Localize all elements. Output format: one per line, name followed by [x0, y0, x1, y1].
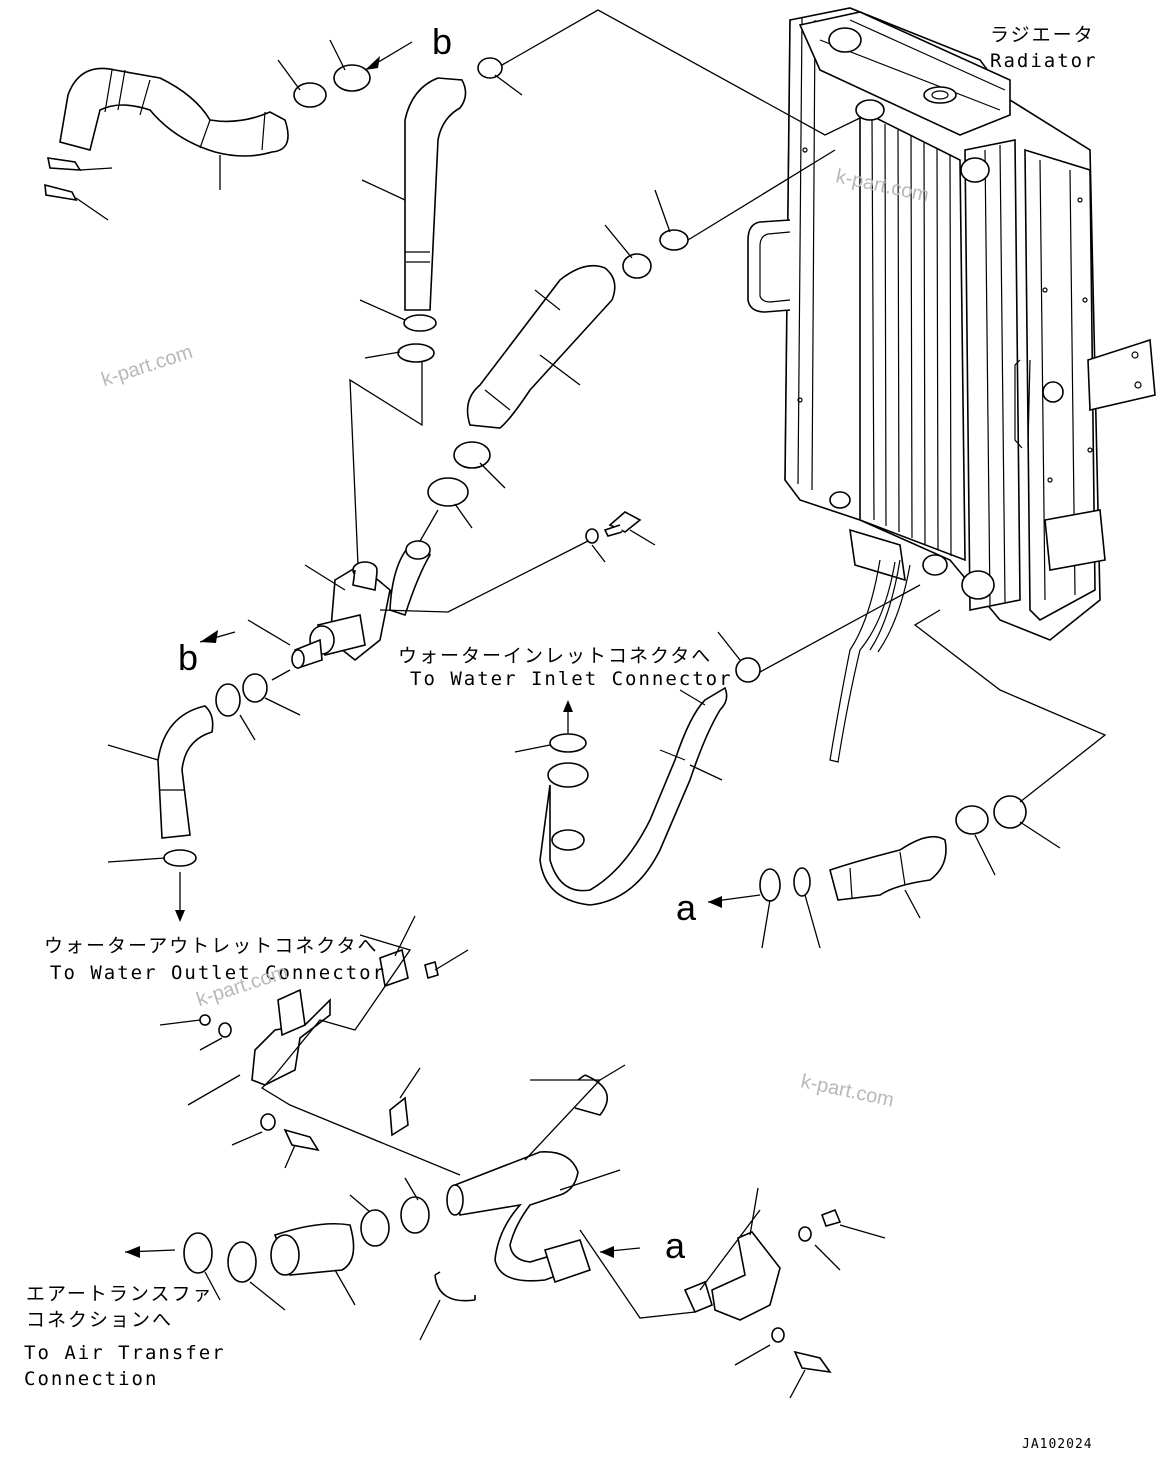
connector-block — [200, 540, 590, 668]
ref-letter-b-left: b — [178, 637, 199, 678]
vertical-hose — [350, 78, 466, 565]
clamps-near-b-top — [278, 40, 522, 107]
hose-clips-top-left — [45, 158, 112, 220]
ref-letter-a-right: a — [676, 887, 697, 928]
ref-letter-b-top: b — [432, 21, 453, 62]
water-inlet-label-jp: ウォーターインレットコネクタへ — [398, 645, 713, 667]
lower-right-hose — [708, 610, 1105, 948]
bracket-plate — [160, 916, 468, 1175]
water-outlet-label-en: To Water Outlet Connector — [50, 962, 386, 984]
air-transfer-label-en-2: Connection — [24, 1368, 159, 1390]
radiator-label-jp: ラジエータ — [990, 24, 1095, 46]
ref-letter-a-bottom: a — [665, 1225, 686, 1266]
upper-left-hose — [60, 68, 288, 190]
lower-right-bracket — [580, 1188, 885, 1398]
centre-long-hose — [360, 10, 860, 645]
air-transfer-label-jp-2: コネクションへ — [26, 1309, 174, 1331]
air-transfer-pipe — [125, 1065, 640, 1340]
radiator-assembly — [748, 8, 1155, 762]
water-outlet-label-jp: ウォーターアウトレットコネクタへ — [44, 935, 379, 957]
water-inlet-label-en: To Water Inlet Connector — [410, 668, 733, 690]
bolt-washer-mid — [586, 512, 655, 562]
radiator-label-en: Radiator — [990, 50, 1098, 72]
air-transfer-label-jp-1: エアートランスファ — [26, 1283, 214, 1305]
left-elbow-hose — [108, 670, 300, 922]
drawing-code: JA102024 — [1022, 1437, 1093, 1452]
inlet-hose — [515, 585, 920, 905]
air-transfer-label-en-1: To Air Transfer — [24, 1342, 226, 1364]
